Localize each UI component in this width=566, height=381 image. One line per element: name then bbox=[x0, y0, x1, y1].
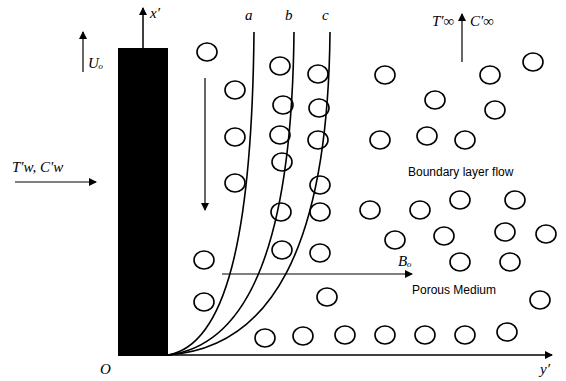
particle bbox=[335, 326, 355, 344]
particle bbox=[485, 101, 505, 119]
particle bbox=[505, 191, 525, 209]
particle bbox=[308, 65, 328, 83]
particle bbox=[480, 66, 500, 84]
particle bbox=[310, 244, 330, 262]
x-axis bbox=[142, 8, 144, 48]
particle bbox=[415, 326, 435, 344]
particle bbox=[310, 176, 330, 194]
particle bbox=[272, 153, 292, 171]
particle bbox=[310, 203, 330, 221]
particle bbox=[317, 288, 337, 306]
particle bbox=[370, 131, 390, 149]
particle bbox=[270, 126, 290, 144]
particle bbox=[455, 326, 475, 344]
y-axis bbox=[118, 354, 552, 356]
particle bbox=[197, 43, 217, 61]
particle bbox=[375, 326, 395, 344]
origin-label: O bbox=[100, 362, 111, 377]
particle bbox=[497, 323, 517, 341]
free-stream-arrow bbox=[461, 14, 462, 62]
particle bbox=[495, 223, 515, 241]
wall-condition-arrow bbox=[15, 181, 96, 182]
particle bbox=[225, 174, 245, 192]
particle bbox=[271, 203, 291, 221]
field-label: Bₒ bbox=[398, 254, 411, 269]
axis-label: y′ bbox=[540, 362, 550, 377]
particle bbox=[425, 91, 445, 109]
particle bbox=[293, 327, 313, 345]
particle bbox=[360, 201, 380, 219]
wall-condition-label: T′w, C′w bbox=[12, 160, 63, 175]
particle bbox=[450, 191, 470, 209]
profile-b bbox=[168, 32, 294, 355]
particle bbox=[500, 253, 520, 271]
particle bbox=[410, 201, 430, 219]
velocity-label: Uₒ bbox=[88, 56, 103, 71]
porous-particles bbox=[194, 43, 556, 347]
curve-label: b bbox=[285, 8, 293, 23]
particle bbox=[536, 225, 556, 243]
temperature-label: T′∞ bbox=[432, 14, 454, 29]
particle bbox=[450, 253, 470, 271]
vertical-plate bbox=[118, 48, 168, 356]
particle bbox=[523, 53, 543, 71]
magnetic-field-arrow bbox=[222, 273, 412, 274]
particle bbox=[194, 293, 214, 311]
particle bbox=[375, 66, 395, 84]
particle bbox=[225, 81, 245, 99]
particle bbox=[272, 241, 292, 259]
velocity-arrow bbox=[82, 32, 83, 72]
particle bbox=[455, 131, 475, 149]
particle bbox=[308, 131, 328, 149]
particle bbox=[434, 227, 454, 245]
concentration-label: C′∞ bbox=[470, 14, 494, 29]
particle bbox=[270, 57, 290, 75]
curve-label: a bbox=[245, 8, 253, 23]
particle bbox=[255, 329, 275, 347]
curve-label: c bbox=[322, 8, 329, 23]
flow-arrow bbox=[204, 78, 205, 210]
profile-c bbox=[168, 32, 330, 355]
particle bbox=[194, 251, 214, 269]
region-label: Boundary layer flow bbox=[408, 166, 513, 178]
particle bbox=[273, 96, 293, 114]
particle bbox=[385, 231, 405, 249]
region-label: Porous Medium bbox=[412, 284, 496, 296]
particle bbox=[417, 127, 437, 145]
particle bbox=[225, 128, 245, 146]
axis-label: x′ bbox=[150, 6, 160, 21]
particle bbox=[530, 291, 550, 309]
